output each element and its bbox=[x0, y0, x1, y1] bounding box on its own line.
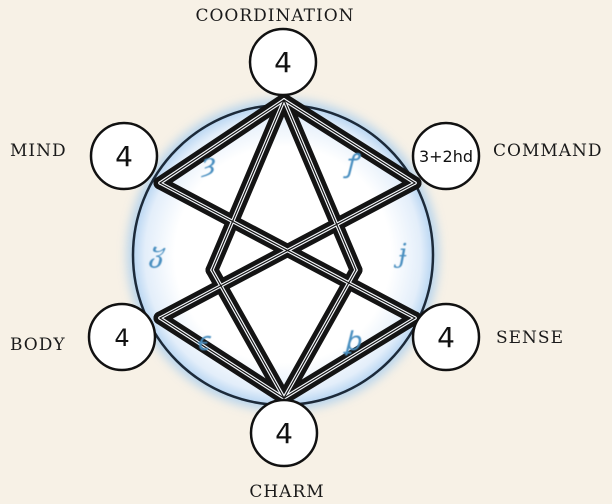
node-coordination[interactable]: 4 bbox=[250, 29, 316, 95]
sense-value: 4 bbox=[437, 321, 455, 354]
mind-label: MIND bbox=[10, 141, 67, 161]
sense-label: SENSE bbox=[496, 328, 564, 348]
node-mind[interactable]: 4 bbox=[91, 123, 157, 189]
node-sense[interactable]: 4 bbox=[413, 304, 479, 370]
body-label: BODY bbox=[10, 335, 66, 355]
body-value: 4 bbox=[114, 324, 129, 352]
coordination-value: 4 bbox=[274, 46, 292, 79]
command-value: 3+2hd bbox=[419, 147, 473, 166]
charm-label: CHARM bbox=[249, 482, 324, 502]
rune-icon: ჳ bbox=[149, 239, 166, 269]
charm-value: 4 bbox=[275, 417, 293, 450]
coordination-label: COORDINATION bbox=[195, 6, 354, 26]
mind-value: 4 bbox=[115, 140, 133, 173]
node-command[interactable]: 3+2hd bbox=[413, 123, 479, 189]
node-charm[interactable]: 4 bbox=[251, 400, 317, 466]
command-label: COMMAND bbox=[493, 141, 603, 161]
rune-icon: ꝧ bbox=[343, 327, 362, 357]
node-body[interactable]: 4 bbox=[89, 304, 155, 370]
rune-icon: ȝ bbox=[201, 149, 216, 179]
